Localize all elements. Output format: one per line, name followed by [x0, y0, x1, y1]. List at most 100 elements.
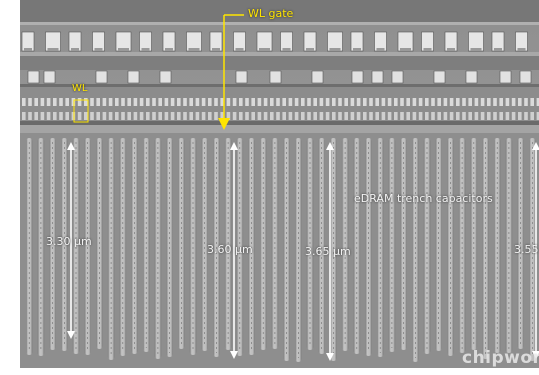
gate-stack: [177, 98, 181, 106]
dimension-arrow-bottom: [230, 351, 238, 359]
gate-stack: [115, 98, 119, 106]
gate-stack: [84, 98, 88, 106]
gate-stack-lower: [536, 112, 539, 120]
gate-stack: [232, 98, 237, 106]
gate-stack: [214, 98, 218, 106]
trench-capacitor-array: [26, 138, 536, 362]
gate-stack-lower: [46, 112, 51, 120]
gate-stack-lower: [480, 112, 485, 120]
gate-stack-lower: [65, 112, 69, 120]
gate-stack: [381, 98, 386, 106]
metal-pad-shadow: [94, 48, 103, 51]
gate-stack-lower: [449, 112, 454, 120]
gate-stack-lower: [34, 112, 38, 120]
trench-capacitor: [318, 138, 325, 354]
gate-stack-lower: [71, 112, 76, 120]
metal-pad-shadow: [282, 48, 291, 51]
gate-stack-lower: [487, 112, 491, 120]
gate-stack: [437, 98, 441, 106]
gate-stack: [102, 98, 107, 106]
gate-stack: [356, 98, 361, 106]
gate-stack: [146, 98, 150, 106]
gate-stack-lower: [183, 112, 187, 120]
gate-stack: [474, 98, 479, 106]
gate-stack-lower: [96, 112, 100, 120]
metal-pads-row: [21, 31, 528, 52]
gate-stack: [59, 98, 63, 106]
gate-stack: [493, 98, 497, 106]
gate-stack: [121, 98, 125, 106]
gate-stack: [71, 98, 76, 106]
watermark-logo: chipworks: [462, 348, 539, 368]
gate-stack-lower: [84, 112, 88, 120]
gate-stack: [443, 98, 448, 106]
gate-stack: [65, 98, 69, 106]
trench-capacitor: [189, 138, 197, 355]
gate-stack-lower: [40, 112, 45, 120]
gate-stack: [189, 98, 193, 106]
gate-stack-lower: [195, 112, 200, 120]
contact-pad: [351, 70, 364, 84]
gate-stack-lower: [270, 112, 274, 120]
metal-pad-shadow: [423, 48, 432, 51]
wl-gate-label: WL gate: [248, 7, 294, 20]
gate-stack: [133, 98, 138, 106]
trench-capacitor: [412, 138, 419, 362]
gate-stack: [282, 98, 286, 106]
gate-stack-lower: [59, 112, 63, 120]
dimension-arrow-bottom: [67, 331, 75, 339]
gate-stack-lower: [22, 112, 26, 120]
contact-pad: [95, 70, 108, 84]
contact-pad: [27, 70, 40, 84]
metal-pad-shadow: [235, 48, 244, 51]
dimension-label-3: 3.65 µm: [305, 245, 351, 258]
contact-pad: [433, 70, 446, 84]
contact-pad: [43, 70, 56, 84]
gate-stack: [511, 98, 516, 106]
gate-stack: [96, 98, 100, 106]
gate-stack: [313, 98, 317, 106]
gate-stack: [456, 98, 460, 106]
contact-pad: [235, 70, 248, 84]
gate-stack-lower: [338, 112, 342, 120]
gate-stack-lower: [115, 112, 119, 120]
metal-pad-shadow: [447, 48, 455, 51]
gate-stack: [369, 98, 373, 106]
gate-stack-lower: [356, 112, 361, 120]
trench-capacitor: [295, 138, 302, 362]
gate-stack-lower: [332, 112, 336, 120]
gate-stack: [412, 98, 417, 106]
dimension-arrow-top: [67, 142, 75, 150]
trench-capacitor: [283, 138, 290, 361]
gate-stack-lower: [456, 112, 460, 120]
metal-pad-shadow: [141, 48, 150, 51]
gate-stack-lower: [319, 112, 324, 120]
contact-pad: [127, 70, 140, 84]
gate-stack-lower: [208, 112, 212, 120]
metal-pad-shadow: [47, 48, 59, 51]
gate-stack-lower: [387, 112, 392, 120]
metal-pad-shadow: [353, 48, 361, 51]
micrograph-area: [20, 0, 539, 368]
gate-stack-lower: [288, 112, 293, 120]
gate-stack-lower: [108, 112, 113, 120]
gate-stack-lower: [276, 112, 280, 120]
trench-capacitor: [341, 138, 349, 351]
metal-pad-shadow: [259, 48, 270, 51]
dimension-arrow-bottom: [532, 351, 539, 359]
metal-pad-shadow: [306, 48, 314, 51]
gate-stack-lower: [177, 112, 181, 120]
gate-stack-lower: [90, 112, 94, 120]
gate-stack-lower: [418, 112, 423, 120]
gate-stack: [77, 98, 82, 106]
trench-capacitor: [84, 138, 91, 355]
gate-stack-lower: [363, 112, 367, 120]
metal-pad-shadow: [24, 48, 32, 51]
gate-stack-lower: [344, 112, 348, 120]
gate-stack-lower: [257, 112, 262, 120]
gate-stack-lower: [400, 112, 404, 120]
gate-stack-lower: [431, 112, 435, 120]
gate-stack: [387, 98, 392, 106]
gate-stack-lower: [77, 112, 82, 120]
